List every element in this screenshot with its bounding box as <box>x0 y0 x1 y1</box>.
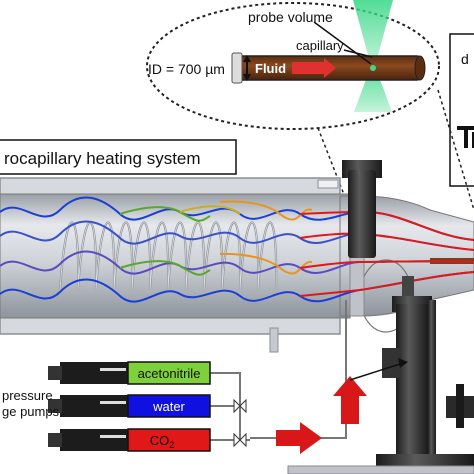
green-wave-2 <box>119 260 211 276</box>
yellow-wave <box>179 205 241 215</box>
stand-clamp <box>402 276 414 296</box>
stand-column <box>396 304 428 474</box>
capillary-end <box>414 55 426 81</box>
stand-knob <box>382 348 400 378</box>
partial-bracket-top <box>457 126 474 130</box>
reservoir-label-acetonitrile: acetonitrile <box>138 366 201 381</box>
stand-plate <box>287 465 474 474</box>
pump-stem-1 <box>48 366 62 380</box>
fluid-flow-arrow <box>292 58 336 78</box>
pump-rod-2 <box>100 401 126 404</box>
reservoir-co2 <box>127 428 211 452</box>
id-arrow-down <box>243 74 251 81</box>
pump-section: acetonitrile water CO2 pressure ge pumps <box>2 361 250 452</box>
zoom-line-right <box>437 89 474 211</box>
reservoir-label-co2: CO2 <box>150 433 175 450</box>
capillary-leader <box>343 49 373 58</box>
id-arrow-up <box>243 55 251 62</box>
valve-2 <box>233 432 247 448</box>
side-knob-stem <box>456 384 464 428</box>
right-partial-panel: d <box>449 33 474 187</box>
orange-wave-2 <box>219 252 313 275</box>
probe-volume-label: probe volume <box>248 9 333 25</box>
pump-stem-3 <box>48 433 62 447</box>
pump-rod-1 <box>100 368 126 371</box>
flow-arrow-up <box>333 376 367 424</box>
reservoir-water <box>127 394 211 418</box>
id-label: ID = 700 µm <box>148 61 225 77</box>
red-wave-4 <box>299 271 474 297</box>
system-title: rocapillary heating system <box>4 149 201 168</box>
valve-1 <box>233 398 247 414</box>
pump-label-line-1: pressure <box>2 388 53 403</box>
heater-foot <box>269 327 279 353</box>
partial-right-label: d <box>461 51 469 67</box>
capillary-wall <box>231 52 243 84</box>
orange-wave <box>219 200 313 221</box>
upper-post <box>348 170 376 258</box>
pump-body-1 <box>60 362 128 384</box>
heater-cylinder <box>0 193 351 319</box>
probe-leader <box>313 21 372 65</box>
lower-stand <box>287 276 474 474</box>
red-wave-3 <box>299 260 474 269</box>
reservoir-label-water: water <box>152 399 185 414</box>
pump-body-2 <box>60 395 128 417</box>
pointer-to-stand <box>349 363 401 381</box>
system-title-box: rocapillary heating system <box>0 139 237 175</box>
thermal-color-overlays <box>119 200 474 297</box>
pump-label-line-2: ge pumps <box>2 404 60 419</box>
pump-rod-3 <box>100 435 126 438</box>
reservoir-acetonitrile <box>127 361 211 385</box>
laser-cone-top <box>353 0 393 66</box>
co2-subscript: 2 <box>169 440 174 450</box>
stand-rod <box>428 300 436 474</box>
zoom-callout: probe volume capillary ID = 700 µm Fluid <box>146 0 440 130</box>
co2-main: CO <box>150 433 170 448</box>
flow-arrow-right <box>276 422 322 454</box>
heater-slot <box>317 179 339 189</box>
pump-stem-2 <box>48 399 62 413</box>
pointer-head <box>398 358 408 368</box>
probe-point <box>370 65 376 71</box>
heating-coil-shade <box>59 222 277 291</box>
partial-bracket-stem <box>464 130 468 148</box>
supply-plumbing <box>250 300 408 454</box>
green-wave <box>119 206 211 222</box>
upper-mount <box>342 160 382 258</box>
laser-cone-bottom <box>354 66 392 112</box>
pump-body-3 <box>60 429 128 451</box>
fluid-label: Fluid <box>255 61 286 76</box>
partial-bracket-side <box>472 132 474 148</box>
capillary-label: capillary <box>296 38 344 53</box>
